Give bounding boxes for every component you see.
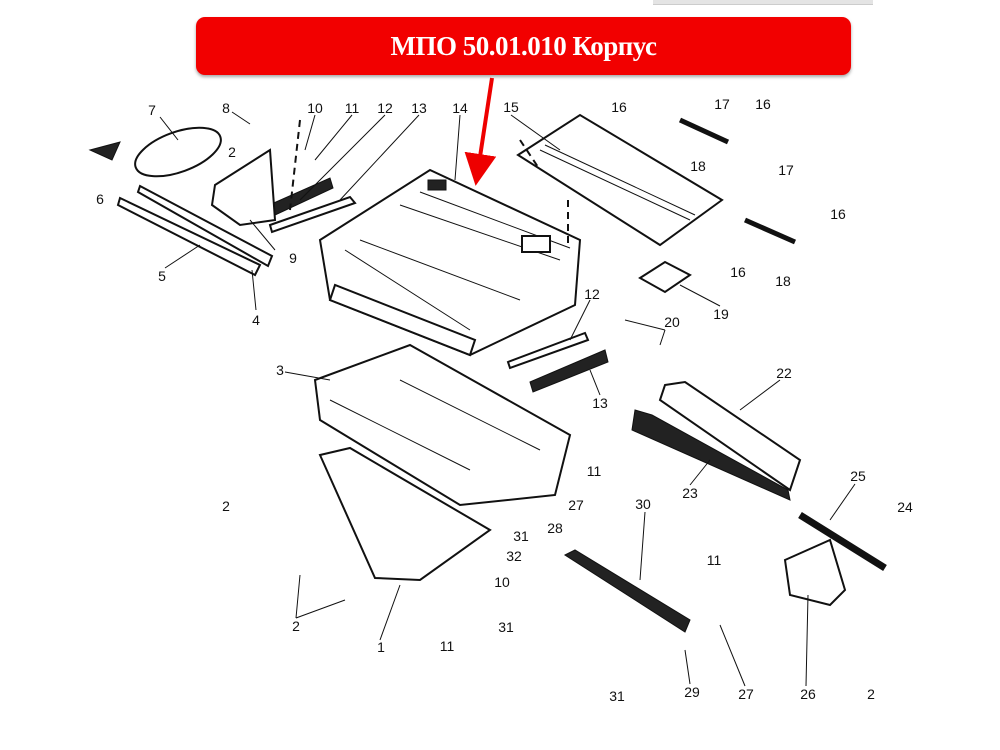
- callout-label: 3: [276, 362, 284, 378]
- callout-label: 4: [252, 312, 260, 328]
- part-brush-23: [631, 409, 791, 501]
- part-strip-13: [268, 195, 357, 234]
- callout-label: 31: [609, 688, 625, 704]
- part-plate-19: [638, 260, 692, 294]
- callout-label: 12: [377, 100, 393, 116]
- callout-label: 27: [568, 497, 584, 513]
- callout-label: 27: [738, 686, 754, 702]
- callout-label: 31: [513, 528, 529, 544]
- part-strip-12b: [506, 331, 590, 370]
- part-strip-5: [116, 196, 262, 277]
- callout-label: 13: [411, 100, 427, 116]
- callout-label: 16: [755, 96, 771, 112]
- part-cover-15: [516, 113, 724, 247]
- part-axle-18b: [743, 217, 797, 245]
- callout-labels: 7 8 10 11 12 13 14 15 16 17 16 2 6 9 5 4…: [96, 96, 913, 704]
- callout-label: 20: [664, 314, 680, 330]
- callout-label: 29: [684, 684, 700, 700]
- callout-label: 22: [776, 365, 792, 381]
- part-knob-6: [88, 141, 121, 161]
- part-axle-18: [678, 117, 730, 145]
- callout-label: 5: [158, 268, 166, 284]
- callout-label: 28: [547, 520, 563, 536]
- callout-label: 11: [587, 463, 602, 479]
- callout-label: 1: [377, 639, 385, 655]
- callout-label: 31: [498, 619, 514, 635]
- part-frame-1: [318, 446, 492, 582]
- part-plate-9: [210, 148, 277, 227]
- callout-label: 19: [713, 306, 729, 322]
- part-hopper-3: [313, 343, 572, 507]
- callout-label: 6: [96, 191, 104, 207]
- callout-label: 9: [289, 250, 297, 266]
- callout-label: 11: [440, 638, 455, 654]
- callout-label: 12: [584, 286, 600, 302]
- callout-label: 10: [494, 574, 510, 590]
- callout-label: 2: [222, 498, 230, 514]
- part-brush-30: [563, 549, 691, 633]
- callout-label: 11: [707, 552, 722, 568]
- callout-label: 30: [635, 496, 651, 512]
- callout-label: 17: [714, 96, 730, 112]
- part-shield-22: [658, 380, 802, 492]
- callout-label: 13: [592, 395, 608, 411]
- callout-label: 2: [867, 686, 875, 702]
- callout-label: 8: [222, 100, 230, 116]
- part-body: [318, 168, 582, 357]
- callout-label: 23: [682, 485, 698, 501]
- callout-label: 10: [307, 100, 323, 116]
- part-strip-4: [136, 184, 274, 268]
- callout-label: 24: [897, 499, 913, 515]
- callout-label: 7: [148, 102, 156, 118]
- callout-label: 14: [452, 100, 468, 116]
- callout-label: 18: [775, 273, 791, 289]
- callout-label: 18: [690, 158, 706, 174]
- leader-lines: [159, 111, 856, 687]
- callout-label: 2: [228, 144, 236, 160]
- callout-label: 32: [506, 548, 522, 564]
- callout-label: 2: [292, 618, 300, 634]
- callout-label: 17: [778, 162, 794, 178]
- title: МПО 50.01.010 Корпус: [390, 30, 657, 61]
- callout-label: 16: [730, 264, 746, 280]
- callout-label: 25: [850, 468, 866, 484]
- part-brush-13b: [529, 349, 609, 393]
- callout-label: 15: [503, 99, 519, 115]
- callout-label: 26: [800, 686, 816, 702]
- part-shaft-25: [798, 512, 887, 571]
- callout-label: 16: [830, 206, 846, 222]
- part-plate-26: [783, 538, 847, 607]
- part-cover-7: [134, 126, 222, 178]
- title-banner: МПО 50.01.010 Корпус: [196, 17, 851, 75]
- pointer-arrow: [464, 77, 497, 186]
- callout-label: 16: [611, 99, 627, 115]
- callout-label: 11: [345, 100, 360, 116]
- top-bar: [653, 0, 873, 5]
